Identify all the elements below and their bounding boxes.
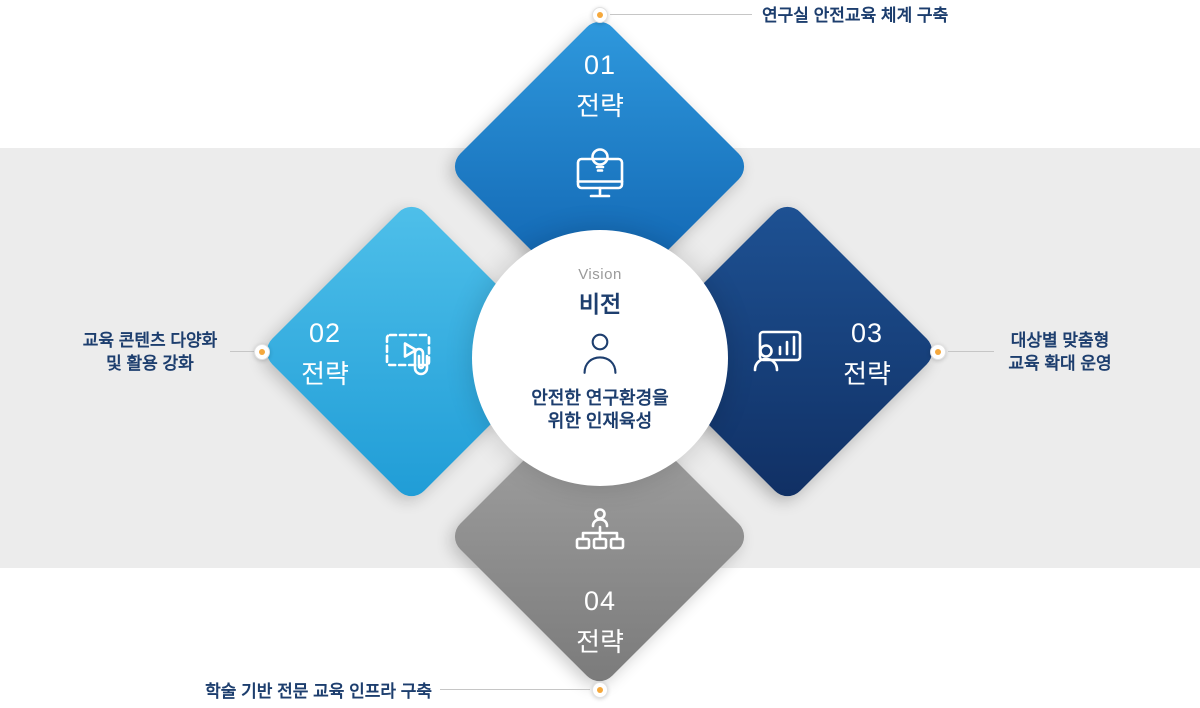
person-icon — [574, 329, 626, 381]
callout-03-line1: 대상별 맞춤형 — [1010, 331, 1110, 350]
vision-label-en: Vision — [578, 266, 622, 283]
vision-label-ko: 비전 — [578, 291, 622, 317]
vision-desc-line2: 위한 인재육성 — [547, 411, 653, 432]
callout-dot-01 — [592, 7, 608, 23]
strategy-01-label: 전략 — [576, 91, 624, 121]
vision-circle: Vision 비전 안전한 연구환경을 위한 인재육성 — [472, 230, 728, 486]
callout-line-03 — [948, 351, 994, 352]
callout-dot-02 — [254, 344, 270, 360]
callout-text-02: 교육 콘텐츠 다양화 및 활용 강화 — [75, 330, 225, 376]
vision-desc-line1: 안전한 연구환경을 — [531, 388, 669, 408]
person-chart-icon — [746, 320, 810, 384]
callout-text-04: 학술 기반 전문 교육 인프라 구축 — [205, 682, 432, 701]
strategy-03-number: 03 — [850, 318, 884, 348]
monitor-bulb-icon — [568, 140, 632, 204]
callout-03-line2: 교육 확대 운영 — [1008, 353, 1112, 373]
callout-02-line1: 교육 콘텐츠 다양화 — [82, 331, 218, 350]
strategy-03-label: 전략 — [843, 359, 891, 389]
strategy-04-number: 04 — [583, 586, 617, 616]
callout-line-01 — [610, 14, 752, 15]
strategy-01-number: 01 — [583, 50, 617, 80]
callout-dot-04 — [592, 682, 608, 698]
vision-description: 안전한 연구환경을 위한 인재육성 — [531, 387, 668, 434]
strategy-04-label: 전략 — [576, 627, 624, 657]
strategy-02-label: 전략 — [301, 359, 349, 389]
callout-line-04 — [440, 689, 590, 690]
callout-line-02 — [230, 351, 254, 352]
callout-02-line2: 및 활용 강화 — [106, 353, 194, 373]
org-chart-icon — [568, 505, 632, 569]
video-clip-icon — [378, 320, 442, 384]
callout-text-01: 연구실 안전교육 체계 구축 — [762, 6, 949, 25]
strategy-02-number: 02 — [308, 318, 342, 348]
callout-text-03: 대상별 맞춤형 교육 확대 운영 — [1000, 330, 1120, 376]
callout-dot-03 — [930, 344, 946, 360]
